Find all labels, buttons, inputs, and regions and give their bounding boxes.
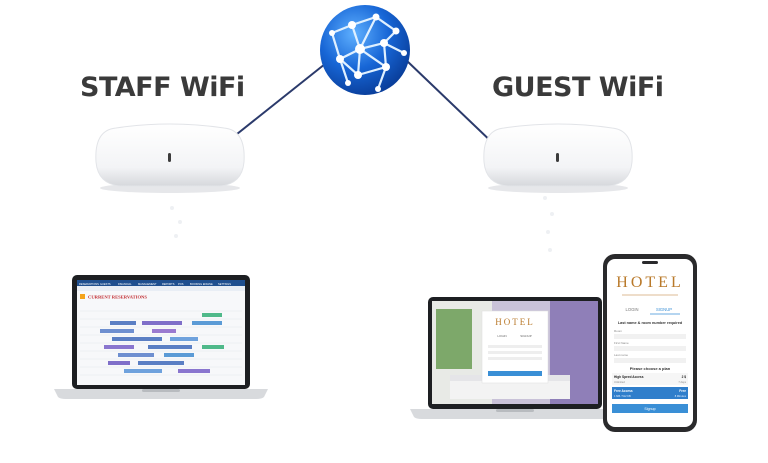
reservation-bars (100, 313, 224, 373)
staff-nav-bar (77, 280, 245, 286)
staff-nav-item: SETTINGS (218, 282, 231, 286)
status-led-icon (168, 153, 171, 162)
plan-name: Free Access (614, 389, 633, 393)
internet-globe-icon (320, 5, 410, 95)
phone-field-label: Room (614, 329, 623, 333)
guest-laptop-tab: SIGNUP (520, 334, 532, 338)
reservation-grid (80, 310, 242, 376)
plan-price: Free (679, 389, 686, 393)
plan-sub: 1 MB / 512 KB (614, 394, 631, 398)
guest-phone: HOTEL LOGIN SIGNUP Last name & room numb… (603, 254, 697, 432)
phone-field-label: First Name (614, 341, 629, 345)
staff-access-point (95, 123, 245, 193)
guest-wifi-label: GUEST WiFi (492, 72, 664, 103)
plan-free-access (612, 387, 688, 399)
phone-brand: HOTEL (616, 274, 683, 291)
plan-duration: 7 days (678, 380, 686, 384)
staff-connection-line (231, 59, 331, 139)
staff-nav-item: GUESTS (100, 282, 111, 286)
staff-signal-dots (170, 206, 182, 238)
plan-price: 2 $ (682, 375, 687, 379)
guest-signal-dots (543, 196, 554, 252)
phone-tab-login: LOGIN (625, 307, 638, 312)
guest-laptop-signup-button (488, 371, 542, 376)
staff-nav-item: BOOKING ENGINE (190, 282, 213, 286)
phone-signup-label: Signup (644, 407, 655, 411)
staff-laptop: RESERVATIONS GUESTS FINANCIAL MANAGEMENT… (54, 275, 268, 399)
plan-name: High Speed Access (614, 375, 644, 379)
plan-sub: Unlimited (614, 380, 625, 384)
guest-laptop-brand: HOTEL (495, 317, 535, 327)
phone-plan-heading: Please choose a plan (630, 366, 671, 371)
staff-nav-item: REPORTS (162, 282, 175, 286)
reservations-icon (80, 294, 85, 299)
phone-heading: Last name & room number required (618, 321, 683, 325)
staff-nav-item: RESERVATIONS (79, 282, 99, 286)
phone-field-label: Last name (614, 353, 628, 357)
phone-tab-signup: SIGNUP (656, 307, 672, 312)
staff-nav-item: POS (178, 282, 184, 286)
status-led-icon (556, 153, 559, 162)
guest-laptop-tab: LOGIN (497, 334, 506, 338)
guest-connection-line (405, 59, 499, 149)
guest-access-point (483, 123, 633, 193)
phone-signup-button (612, 404, 688, 413)
staff-wifi-label: STAFF WiFi (80, 72, 245, 103)
staff-nav-item: FINANCIAL (118, 282, 132, 286)
staff-nav-item: MANAGEMENT (138, 282, 157, 286)
plan-high-speed (612, 373, 688, 385)
plan-duration: 8 Minutes (675, 394, 687, 398)
staff-screen-title: CURRENT RESERVATIONS (88, 295, 147, 300)
guest-laptop: HOTEL LOGIN SIGNUP (410, 297, 620, 419)
